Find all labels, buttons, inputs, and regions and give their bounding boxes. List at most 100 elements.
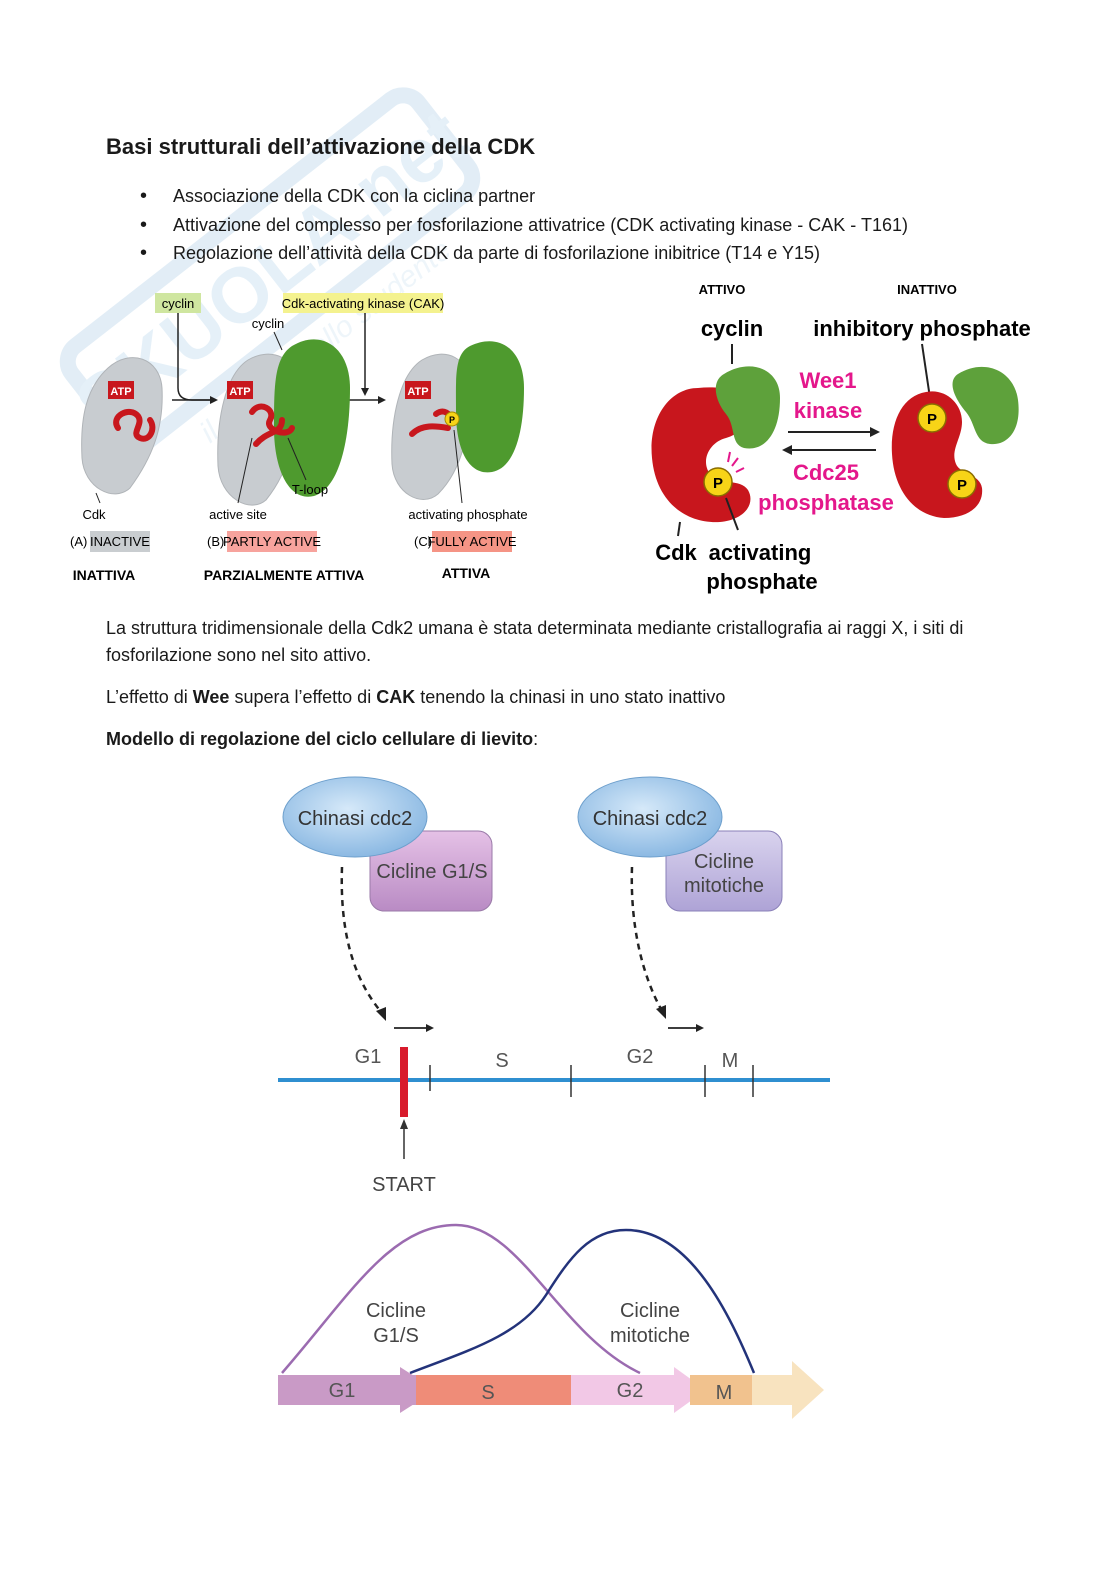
- cyclin-arrow: [177, 313, 210, 401]
- fully-status: FULLY ACTIVE: [427, 534, 516, 549]
- activating-label-2: phosphate: [706, 569, 817, 594]
- start-label: START: [372, 1174, 436, 1196]
- pointer-line: [237, 437, 253, 504]
- cak-tag: [283, 293, 443, 313]
- bar-g1-label: G1: [329, 1380, 356, 1402]
- inhibitory-phosphate-label: inhibitory phosphate: [813, 316, 1031, 341]
- arrowhead: [870, 427, 880, 437]
- cdc2-kinase-ellipse: [282, 776, 428, 858]
- state-letter: (C): [414, 534, 432, 549]
- curve-g1s-label-2: G1/S: [373, 1325, 419, 1347]
- tloop-partly: [249, 403, 295, 447]
- bar-m-label: M: [716, 1382, 733, 1404]
- phosphate-circle: [703, 467, 733, 497]
- wee-term: Wee: [192, 687, 230, 707]
- cdk-label: Cdk: [82, 507, 106, 522]
- dashed-arrow-mitotic: [630, 866, 664, 1012]
- cyclin-shape: [952, 366, 1019, 445]
- state-letter: (B): [207, 534, 224, 549]
- arrowhead: [426, 1024, 434, 1032]
- arrowhead: [361, 388, 369, 396]
- para-text: supera l’effetto di: [229, 687, 377, 707]
- bullet-item: Associazione della CDK con la ciclina pa…: [140, 182, 908, 211]
- cdc2-kinase-label: Chinasi cdc2: [593, 808, 708, 830]
- start-bar: [400, 1047, 408, 1117]
- arrowhead: [376, 1007, 386, 1021]
- pointer-line: [273, 331, 283, 351]
- cdk-activation-figure: cyclin Cdk-activating kinase (CAK) ATP C…: [70, 293, 528, 583]
- bullet-item: Regolazione dell’attività della CDK da p…: [140, 239, 908, 268]
- atp-box: [108, 381, 134, 399]
- phase-bar-g2: [571, 1375, 683, 1405]
- atp-label: ATP: [229, 386, 250, 398]
- cyclin-tag-label: cyclin: [162, 296, 195, 311]
- tloop-inactive: [113, 408, 156, 442]
- wee1-label-2: kinase: [794, 398, 863, 423]
- cdc2-kinase-label: Chinasi cdc2: [298, 808, 413, 830]
- cdc25-label: Cdc25: [793, 460, 859, 485]
- phase-bar-tail: [752, 1375, 794, 1405]
- g1s-cyclin-box: [369, 830, 493, 912]
- pointer-line: [95, 492, 101, 504]
- section-heading: Basi strutturali dell’attivazione della …: [106, 134, 536, 159]
- cak-tag-label: Cdk-activating kinase (CAK): [282, 296, 445, 311]
- cdc25-label-2: phosphatase: [758, 490, 894, 515]
- para-text: tenendo la chinasi in uno stato inattivo: [415, 687, 726, 707]
- arrowhead: [378, 396, 386, 404]
- inactive-status: INACTIVE: [90, 534, 150, 549]
- partly-tag: [227, 531, 317, 552]
- arrowhead: [400, 1119, 408, 1129]
- paragraph-model-heading: Modello di regolazione del ciclo cellula…: [106, 726, 1006, 753]
- partly-status: PARTLY ACTIVE: [223, 534, 321, 549]
- wee1-label: Wee1: [799, 368, 856, 393]
- cdk-shape-inactive: [81, 357, 163, 495]
- phosphate-circle: [947, 469, 977, 499]
- phosphate-label: P: [713, 475, 723, 492]
- atp-label: ATP: [110, 386, 131, 398]
- mitotic-cyclin-box: [665, 830, 783, 912]
- curve-g1s-label: Cicline: [366, 1300, 426, 1322]
- arrowhead: [782, 445, 792, 455]
- cyclin-tag: [155, 293, 201, 313]
- cyclin-label: cyclin: [701, 316, 763, 341]
- state-italian: PARZIALMENTE ATTIVA: [204, 567, 364, 583]
- phase-s-label: S: [495, 1050, 508, 1072]
- colon: :: [533, 729, 539, 749]
- fully-tag: [432, 531, 512, 552]
- state-italian: ATTIVA: [442, 565, 490, 581]
- phosphate-circle: [917, 403, 947, 433]
- activating-phosphate-label: activating phosphate: [408, 507, 527, 522]
- bullet-item: Attivazione del complesso per fosforilaz…: [140, 211, 908, 240]
- phase-g1-label: G1: [355, 1046, 382, 1068]
- model-heading: Modello di regolazione del ciclo cellula…: [106, 729, 534, 749]
- phase-m-label: M: [722, 1050, 739, 1072]
- state-italian: INATTIVA: [73, 567, 135, 583]
- pointer-line: [921, 343, 931, 399]
- paragraph-wee-cak: L’effetto di Wee supera l’effetto di CAK…: [106, 684, 1006, 711]
- atp-box: [227, 381, 253, 399]
- attivo-label: ATTIVO: [699, 282, 746, 297]
- tloop-label: T-loop: [292, 482, 328, 497]
- cyclin-label: cyclin: [252, 316, 285, 331]
- cyclin-shape: [715, 366, 780, 449]
- phase-bar-tail-head: [792, 1361, 824, 1419]
- wee1-cdc25-figure: ATTIVO INATTIVO cyclin inhibitory phosph…: [651, 282, 1031, 594]
- para-text: L’effetto di: [106, 687, 193, 707]
- curve-mitotic-label: Cicline: [620, 1300, 680, 1322]
- phase-g2-label: G2: [627, 1046, 654, 1068]
- bar-g2-label: G2: [617, 1380, 644, 1402]
- bullet-list: Associazione della CDK con la ciclina pa…: [140, 182, 908, 268]
- pointer-line: [287, 437, 307, 481]
- inactive-tag: [90, 531, 150, 552]
- pointer-line: [677, 521, 681, 537]
- cyclin-shape: [274, 339, 350, 497]
- g1s-cyclin-label: Cicline G1/S: [376, 861, 487, 883]
- cdc2-kinase-ellipse: [577, 776, 723, 858]
- yeast-cycle-figure: Cicline G1/S Chinasi cdc2 Cicline mitoti…: [278, 776, 830, 1419]
- arrowhead: [696, 1024, 704, 1032]
- inattivo-label: INATTIVO: [897, 282, 957, 297]
- phosphate-label: P: [957, 477, 967, 494]
- activating-label: activating: [709, 540, 812, 565]
- atp-box: [405, 381, 431, 399]
- active-site-label: active site: [209, 507, 267, 522]
